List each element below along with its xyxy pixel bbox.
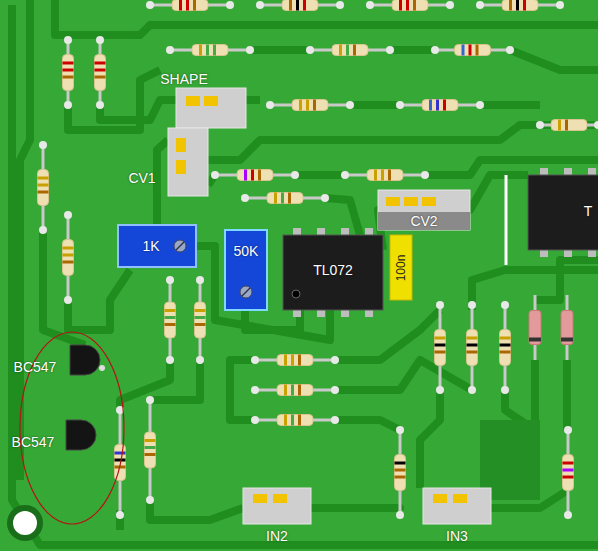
label-text: BC547	[12, 435, 55, 449]
label-text: T	[584, 204, 593, 218]
resistor-symbol	[146, 0, 234, 11]
header-shape	[176, 88, 246, 128]
diode-symbol	[561, 295, 573, 360]
ic-tl072	[283, 228, 383, 317]
part-label: 100n	[390, 235, 412, 300]
resistor-symbol	[38, 141, 49, 234]
transistor-bc547	[70, 345, 105, 375]
mounting-hole	[7, 505, 43, 541]
trimmer-1k	[118, 225, 196, 267]
resistor-symbol	[145, 396, 156, 504]
resistor-symbol	[165, 276, 176, 364]
header-in2	[243, 488, 311, 524]
resistor-symbol	[500, 301, 511, 394]
part-label: IN2	[243, 526, 311, 546]
resistor-symbol	[251, 355, 339, 366]
label-text: 50K	[234, 244, 259, 258]
label-text: IN2	[266, 529, 288, 543]
resistor-symbol	[435, 301, 446, 394]
label-text: CV2	[410, 214, 437, 228]
resistor-symbol	[366, 0, 454, 11]
resistor-symbol	[306, 45, 394, 56]
part-label: BC547	[2, 432, 64, 452]
ic-right	[528, 168, 598, 257]
part-label: SHAPE	[152, 70, 216, 88]
resistor-symbol	[256, 0, 344, 11]
resistor-symbol	[251, 385, 339, 396]
part-label: TL072	[288, 257, 378, 283]
wire-link	[505, 175, 508, 265]
diode-symbol	[529, 295, 541, 360]
label-text: SHAPE	[160, 72, 207, 86]
resistor-symbol	[476, 0, 564, 11]
resistor-symbol	[431, 45, 514, 56]
resistor-symbol	[563, 426, 574, 519]
part-label: 50K	[226, 240, 266, 262]
label-text: TL072	[313, 263, 353, 277]
part-label: CV1	[122, 168, 162, 188]
resistor-symbol	[63, 36, 74, 109]
header-cv1	[168, 128, 208, 196]
resistor-symbol	[395, 426, 406, 519]
resistor-symbol	[195, 276, 206, 364]
part-label: BC547	[4, 357, 66, 377]
header-cv2	[378, 190, 470, 230]
trimmer-50k	[225, 230, 267, 310]
resistor-symbol	[341, 170, 429, 181]
resistor-symbol	[241, 193, 329, 204]
mounting-hole	[13, 511, 37, 535]
transistor-bc547	[66, 420, 96, 450]
resistor-symbol	[467, 301, 478, 394]
resistor-symbol	[63, 211, 74, 304]
resistor-symbol	[95, 36, 106, 109]
part-label: IN3	[423, 526, 491, 546]
label-text: BC547	[14, 360, 57, 374]
label-text: IN3	[446, 529, 468, 543]
label-text: 100n	[395, 254, 407, 281]
resistor-symbol	[266, 100, 354, 111]
copper-traces	[12, 0, 598, 545]
part-label: CV2	[380, 212, 468, 230]
part-label: 1K	[126, 236, 176, 256]
resistor-symbol	[166, 45, 254, 56]
label-text: 1K	[142, 239, 159, 253]
header-in3	[423, 488, 491, 524]
parts-layer	[38, 0, 598, 519]
label-text: CV1	[128, 171, 155, 185]
resistor-symbol	[536, 120, 598, 131]
resistor-symbol	[396, 100, 484, 111]
part-label: T	[580, 200, 596, 222]
resistor-symbol	[251, 415, 339, 426]
capacitor-100n	[390, 235, 412, 300]
resistor-symbol	[211, 170, 299, 181]
